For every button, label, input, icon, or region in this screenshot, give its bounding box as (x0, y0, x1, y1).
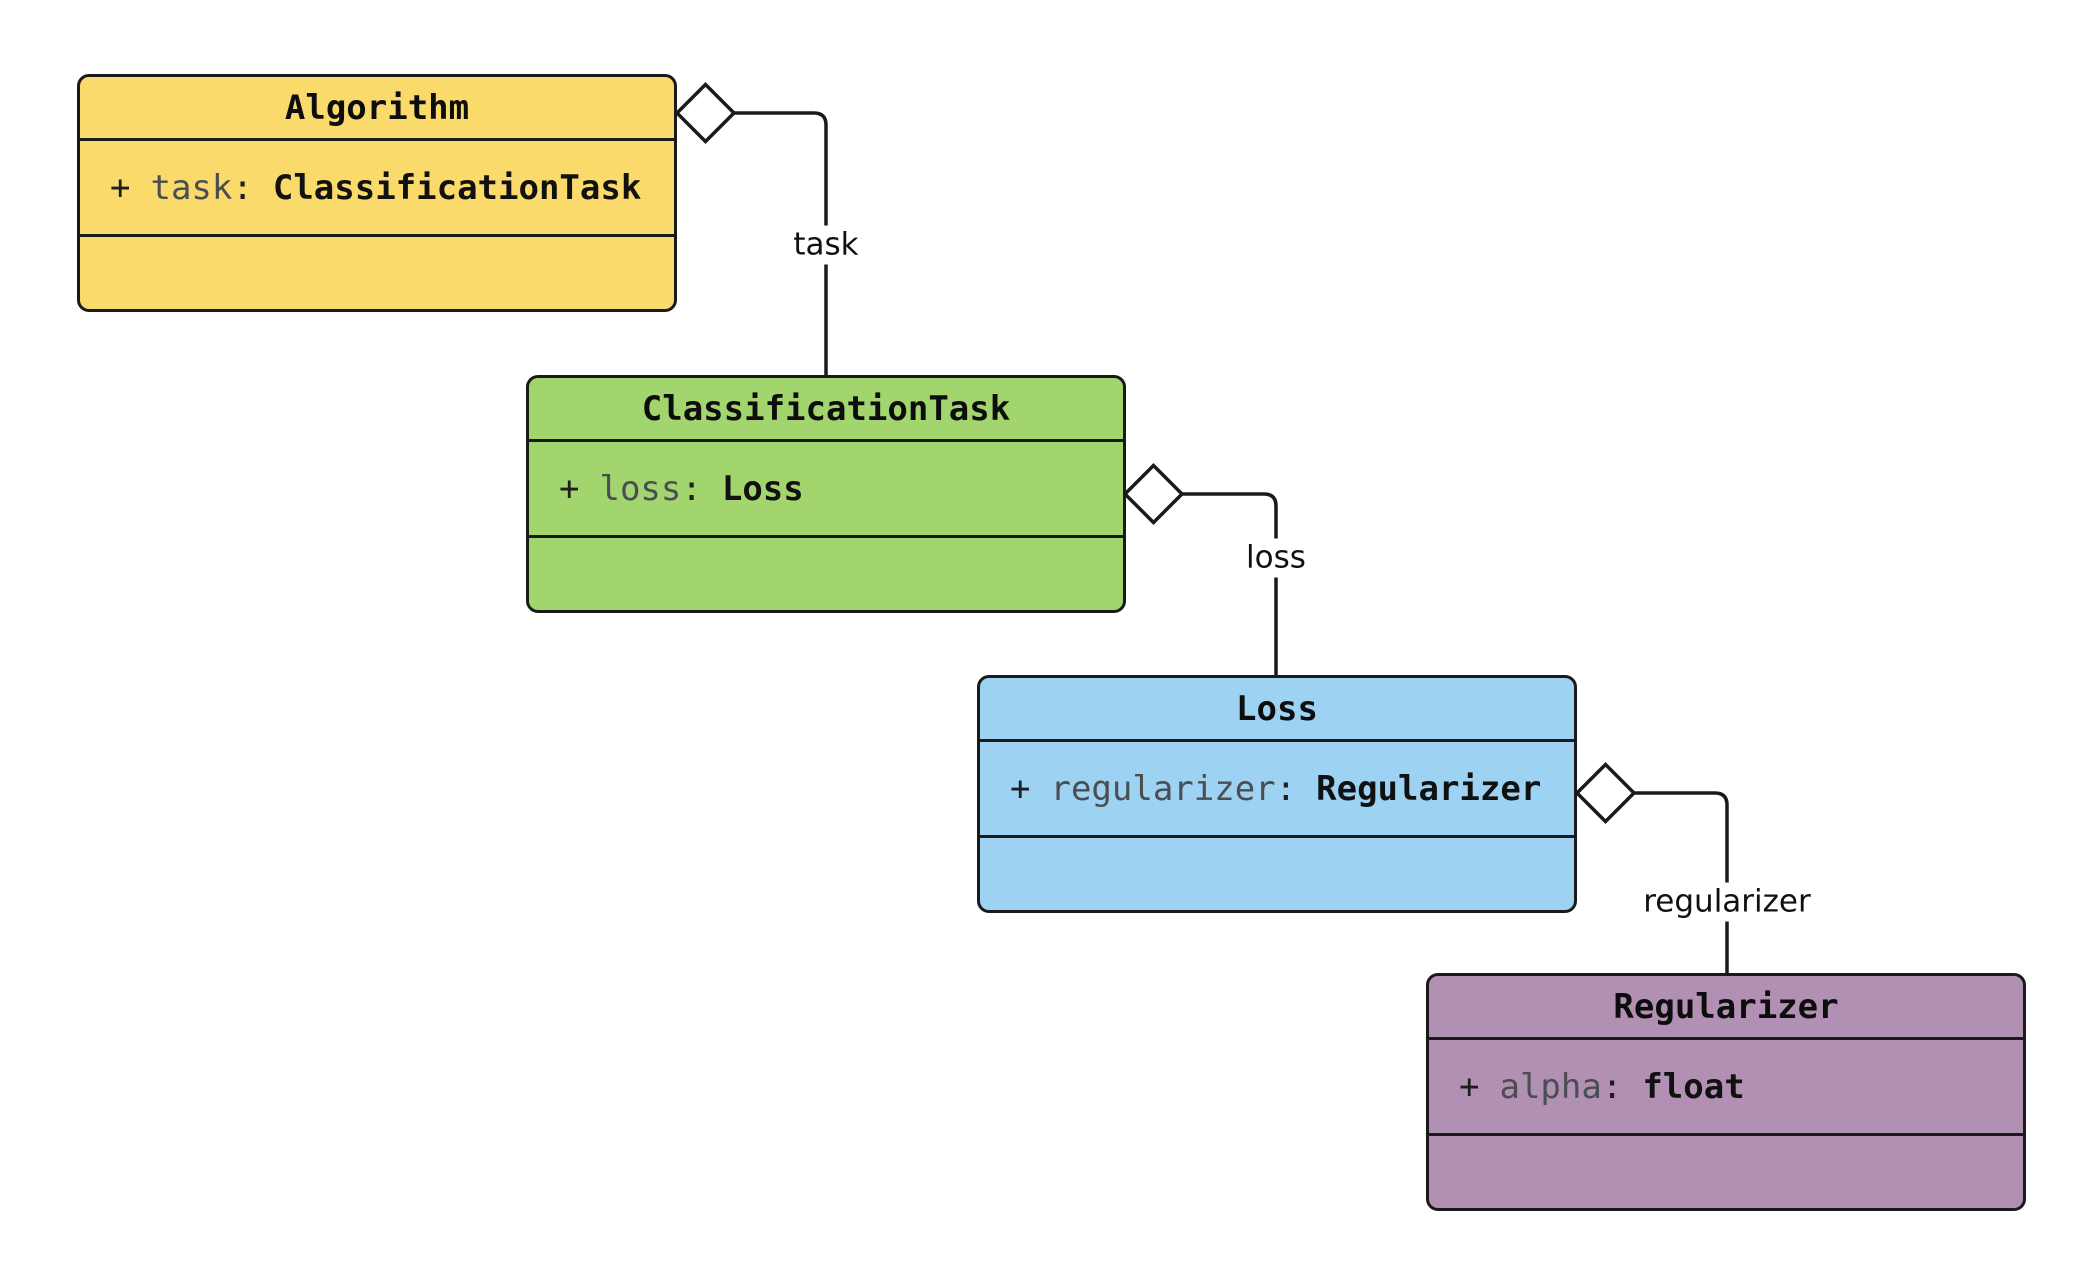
attribute-type: ClassificationTask (272, 167, 642, 208)
class-attributes-compartment: + regularizer: Regularizer (980, 742, 1574, 838)
aggregation-diamond-icon (674, 82, 737, 144)
attribute-type: Regularizer (1316, 768, 1542, 809)
attribute-name: loss (599, 468, 682, 509)
relation-classificationtask-loss (1122, 463, 1278, 675)
class-box-regularizer: Regularizer + alpha: float (1426, 973, 2026, 1211)
class-operations-compartment (1429, 1136, 2023, 1208)
attribute-type: float (1642, 1066, 1745, 1107)
attribute-visibility: + (1459, 1066, 1480, 1107)
class-operations-compartment (529, 538, 1123, 610)
class-attributes-compartment: + task: ClassificationTask (80, 141, 674, 237)
attribute-type: Loss (721, 468, 804, 509)
aggregation-diamond-icon (1122, 463, 1185, 525)
attribute-separator: : (681, 468, 702, 509)
class-box-algorithm: Algorithm + task: ClassificationTask (77, 74, 677, 312)
aggregation-diamond-icon (1574, 762, 1637, 824)
class-attributes-compartment: + loss: Loss (529, 442, 1123, 538)
relation-line (1634, 791, 1729, 973)
relation-label-regularizer: regularizer (1633, 882, 1821, 922)
relation-label-task: task (783, 225, 869, 265)
attribute-separator: : (1275, 768, 1297, 809)
attribute-visibility: + (559, 468, 580, 509)
relation-loss-regularizer (1574, 762, 1729, 973)
attribute-visibility: + (1010, 768, 1031, 809)
attribute-separator: : (1601, 1066, 1623, 1107)
relation-line (734, 111, 828, 375)
class-operations-compartment (80, 237, 674, 309)
attribute-name: task (150, 167, 233, 208)
attribute-separator: : (232, 167, 253, 208)
relation-label-loss: loss (1236, 538, 1316, 578)
class-operations-compartment (980, 838, 1574, 910)
class-attributes-compartment: + alpha: float (1429, 1040, 2023, 1136)
attribute-row: + task: ClassificationTask (110, 168, 641, 208)
attribute-visibility: + (110, 167, 131, 208)
class-title: ClassificationTask (529, 378, 1123, 442)
attribute-row: + loss: Loss (559, 469, 804, 509)
class-box-loss: Loss + regularizer: Regularizer (977, 675, 1577, 913)
relation-line (1182, 492, 1278, 675)
relation-algorithm-classificationtask (674, 82, 828, 375)
attribute-row: + regularizer: Regularizer (1010, 769, 1541, 809)
attribute-name: regularizer (1050, 768, 1276, 809)
class-title: Regularizer (1429, 976, 2023, 1040)
class-box-classificationtask: ClassificationTask + loss: Loss (526, 375, 1126, 613)
attribute-row: + alpha: float (1459, 1067, 1745, 1107)
attribute-name: alpha (1499, 1066, 1602, 1107)
class-title: Algorithm (80, 77, 674, 141)
class-title: Loss (980, 678, 1574, 742)
